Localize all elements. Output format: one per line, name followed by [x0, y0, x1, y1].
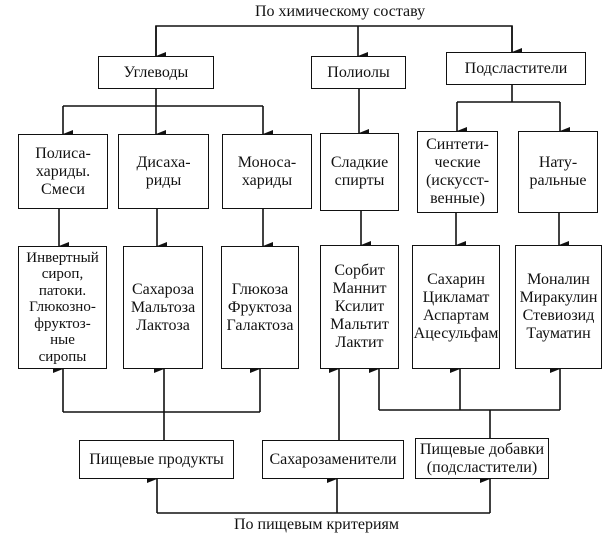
- box-sweeteners-label: Подсластители: [464, 59, 568, 77]
- box-sweeteners: Подсластители: [446, 52, 586, 85]
- box-monosaccharides-label: Моноса- хариды: [237, 153, 297, 189]
- box-polysaccharides: Полиса- хариды. Смеси: [18, 134, 108, 209]
- box-polysaccharide-items: Инвертный сироп, патоки. Глюкозно- фрукт…: [18, 246, 107, 369]
- box-disaccharide-items-text: Сахароза Мальтоза Лактоза: [130, 280, 196, 334]
- box-natural-items: Моналин Миракулин Стевиозид Тауматин: [515, 245, 602, 369]
- top-label: По химическому составу: [255, 3, 426, 20]
- box-food-products-label: Пищевые продукты: [89, 450, 224, 468]
- box-sugar-alcohols: Сладкие спирты: [320, 133, 399, 211]
- box-polyol-items: Сорбит Маннит Ксилит Мальтит Лактит: [320, 245, 399, 369]
- box-food-additives: Пищевые добавки (подсластители): [415, 438, 549, 479]
- box-synthetic-items: Сахарин Цикламат Аспартам Ацесульфам: [412, 245, 500, 369]
- box-polyol-items-text: Сорбит Маннит Ксилит Мальтит Лактит: [330, 262, 389, 351]
- box-polyols-label: Полиолы: [327, 63, 390, 81]
- bottom-label: По пищевым критериям: [234, 516, 400, 533]
- box-disaccharides: Дисаха- риды: [118, 134, 209, 209]
- box-natural-label: Нату- ральные: [529, 154, 587, 189]
- box-polysaccharide-items-text: Инвертный сироп, патоки. Глюкозно- фрукт…: [26, 249, 99, 365]
- box-synthetic-items-text: Сахарин Цикламат Аспартам Ацесульфам: [413, 271, 499, 342]
- box-food-products: Пищевые продукты: [79, 440, 234, 479]
- box-polyols: Полиолы: [311, 56, 406, 89]
- box-monosaccharide-items: Глюкоза Фруктоза Галактоза: [221, 246, 299, 369]
- box-monosaccharide-items-text: Глюкоза Фруктоза Галактоза: [226, 280, 294, 334]
- box-carbohydrates-label: Углеводы: [123, 63, 189, 81]
- box-disaccharides-label: Дисаха- риды: [136, 153, 191, 189]
- box-disaccharide-items: Сахароза Мальтоза Лактоза: [123, 246, 203, 369]
- box-sugar-alcohols-label: Сладкие спирты: [330, 154, 389, 189]
- box-sugar-substitutes: Сахарозаменители: [262, 440, 404, 479]
- box-carbohydrates: Углеводы: [98, 56, 214, 89]
- box-natural-items-text: Моналин Миракулин Стевиозид Тауматин: [519, 271, 598, 342]
- box-natural: Нату- ральные: [518, 131, 598, 213]
- box-synthetic-label: Синтети- ческие (искусст- венные): [425, 136, 490, 207]
- box-synthetic: Синтети- ческие (искусст- венные): [417, 131, 498, 213]
- box-polysaccharides-label: Полиса- хариды. Смеси: [35, 144, 91, 198]
- box-food-additives-label: Пищевые добавки (подсластители): [419, 440, 545, 476]
- box-monosaccharides: Моноса- хариды: [222, 134, 312, 209]
- box-sugar-substitutes-label: Сахарозаменители: [269, 450, 397, 468]
